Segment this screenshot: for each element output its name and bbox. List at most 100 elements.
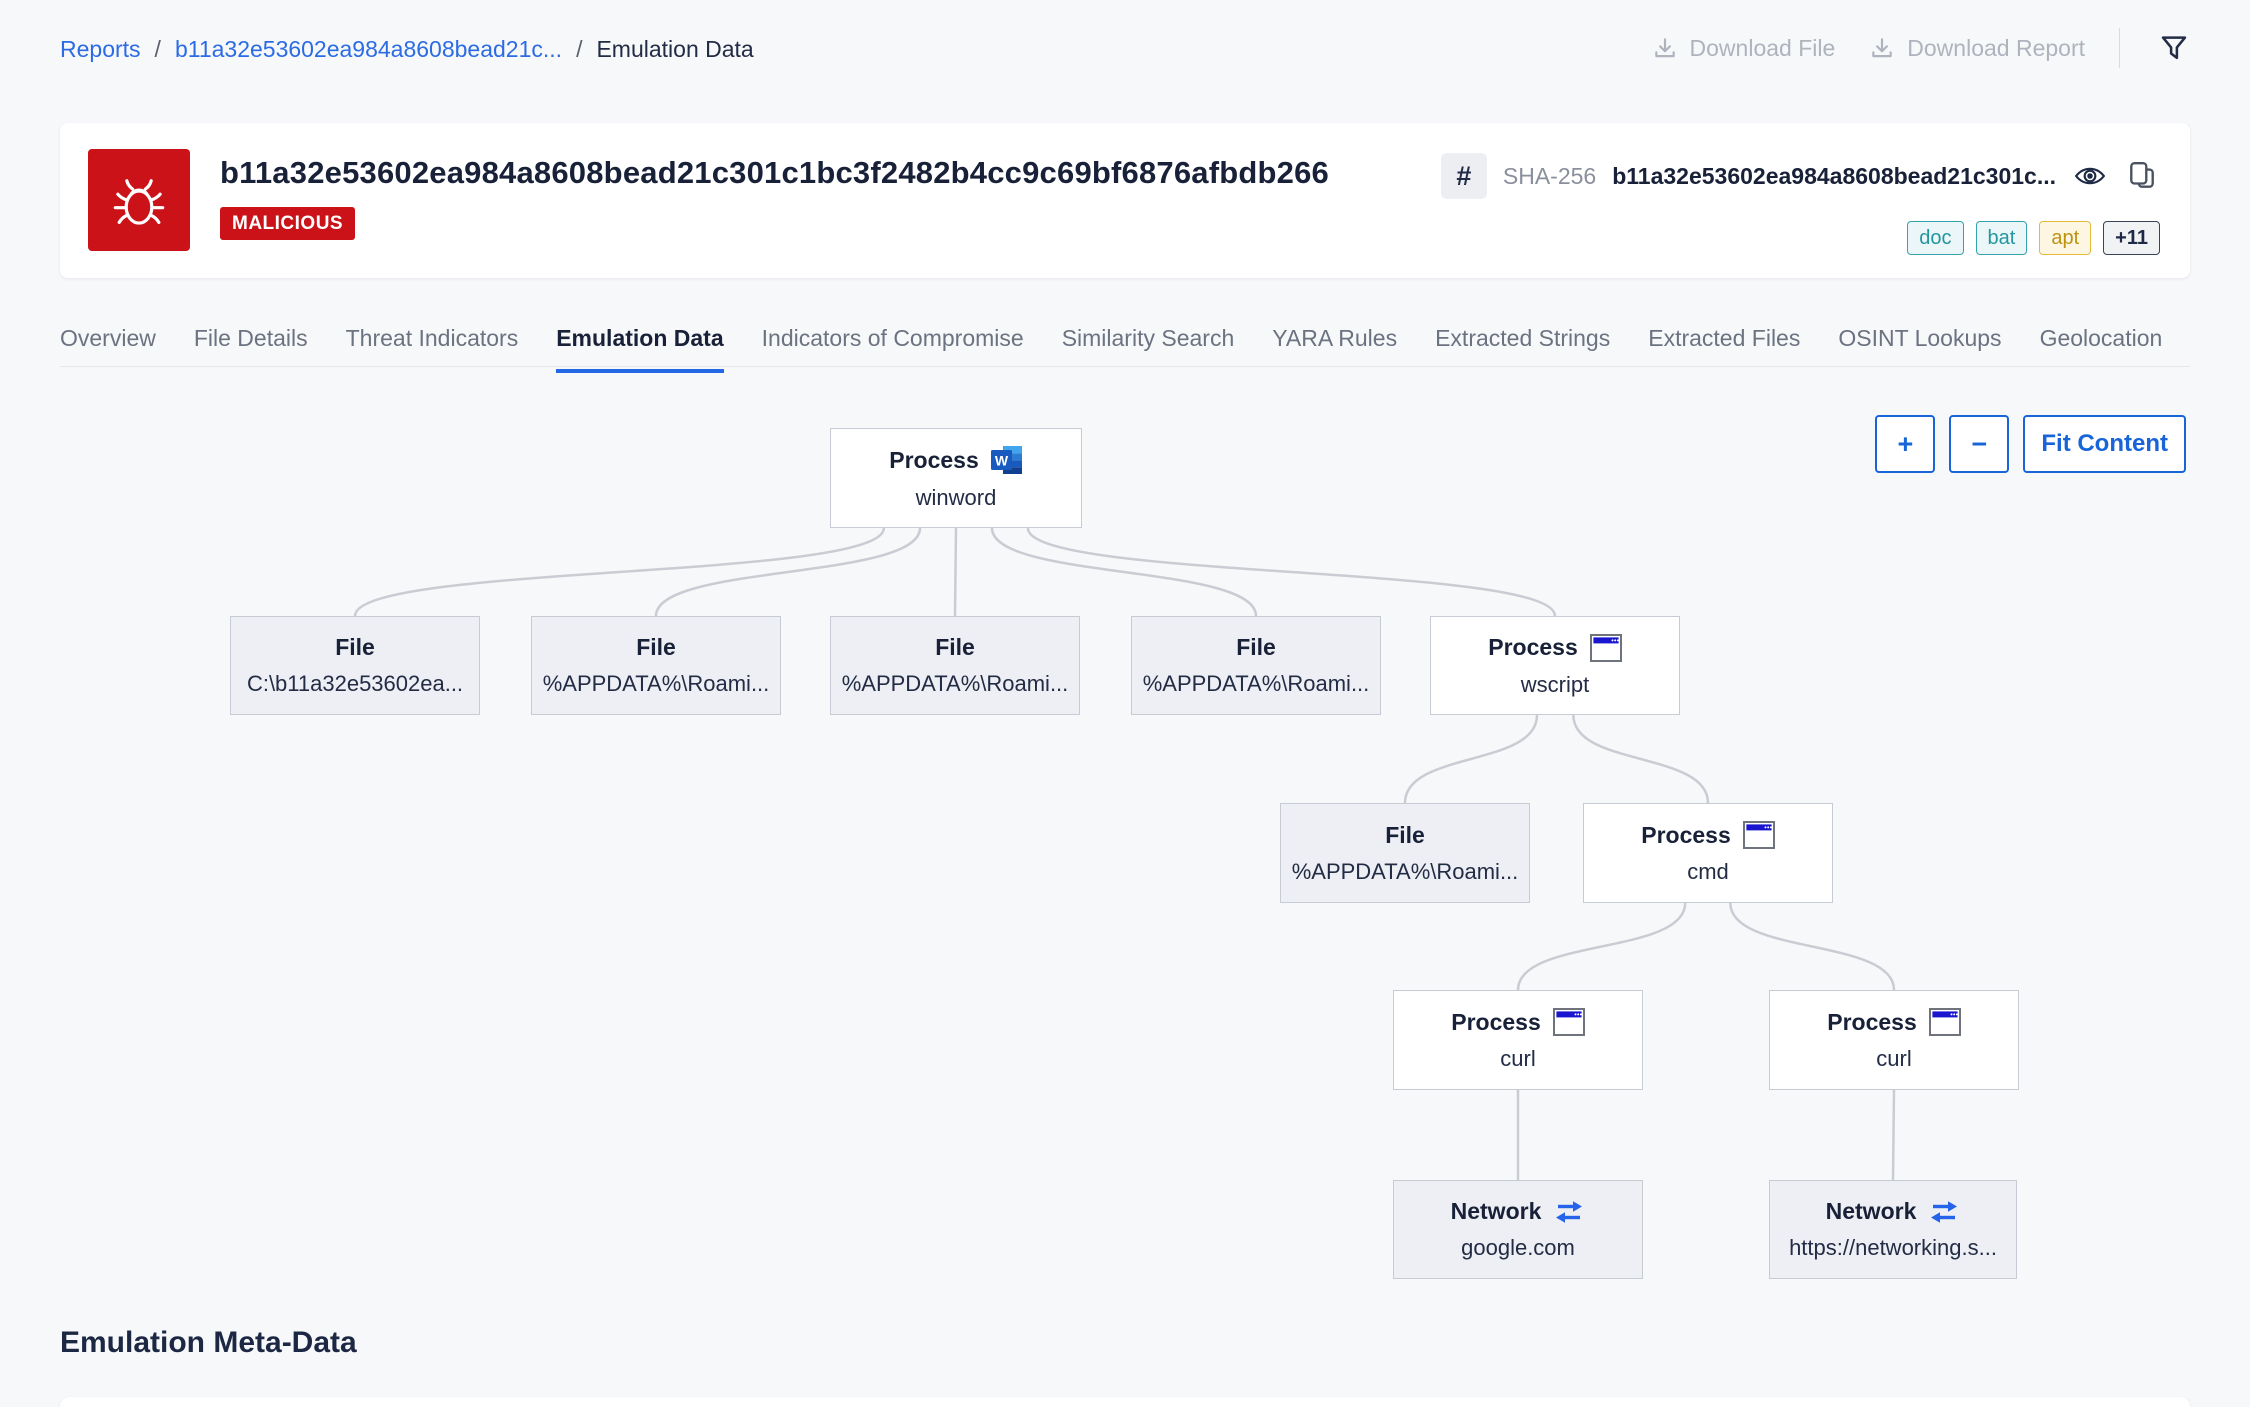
tab-threat-indicators[interactable]: Threat Indicators xyxy=(345,325,519,351)
window-icon xyxy=(1589,633,1622,662)
copy-icon xyxy=(2130,161,2154,188)
svg-text:W: W xyxy=(995,453,1009,469)
toolbar-divider xyxy=(2119,28,2120,68)
eye-icon xyxy=(2074,167,2106,185)
fit-content-button[interactable]: Fit Content xyxy=(2023,415,2186,473)
tag-doc[interactable]: doc xyxy=(1907,221,1964,255)
emulation-meta-data-heading: Emulation Meta-Data xyxy=(60,1326,357,1359)
verdict-badge: MALICIOUS xyxy=(220,207,356,240)
tab-yara-rules[interactable]: YARA Rules xyxy=(1272,325,1398,351)
node-value: google.com xyxy=(1461,1235,1575,1260)
tag-apt[interactable]: apt xyxy=(2039,221,2092,255)
network-icon xyxy=(1553,1199,1585,1225)
tab-geolocation[interactable]: Geolocation xyxy=(2039,325,2163,351)
tree-edge-winword-wscript xyxy=(1026,527,1557,617)
file-summary-card: b11a32e53602ea984a8608bead21c301c1bc3f24… xyxy=(60,123,2190,278)
window-icon xyxy=(1928,1008,1961,1036)
download-icon xyxy=(1652,35,1678,61)
hash-type-label: SHA-256 xyxy=(1502,162,1597,189)
node-type-label: File xyxy=(335,634,375,660)
download-icon xyxy=(1869,35,1895,61)
sha256-row: # SHA-256 b11a32e53602ea984a8608bead21c3… xyxy=(1440,153,2160,199)
tree-node-net1[interactable]: Network google.com xyxy=(1393,1180,1643,1279)
malware-icon-tile xyxy=(88,149,190,251)
tabs-divider xyxy=(60,366,2190,367)
tab-extracted-files[interactable]: Extracted Files xyxy=(1648,325,1801,351)
download-file-label: Download File xyxy=(1689,34,1836,61)
node-type-label: Process xyxy=(1488,634,1578,660)
tree-node-wscript[interactable]: Process wscript xyxy=(1430,616,1680,715)
file-summary-right: # SHA-256 b11a32e53602ea984a8608bead21c3… xyxy=(1440,153,2160,255)
filter-button[interactable] xyxy=(2154,28,2194,68)
node-value: winword xyxy=(915,485,997,510)
tab-osint-lookups[interactable]: OSINT Lookups xyxy=(1838,325,2002,351)
tree-edge-wscript-file5 xyxy=(1403,714,1539,804)
node-type-label: Process xyxy=(889,446,979,473)
download-report-label: Download Report xyxy=(1907,34,2085,61)
window-icon xyxy=(1742,821,1775,849)
tree-edge-winword-file2 xyxy=(654,527,922,617)
tree-edge-curl2-net2 xyxy=(1891,1089,1896,1181)
breadcrumb: Reports / b11a32e53602ea984a8608bead21c.… xyxy=(60,36,754,63)
tab-extracted-strings[interactable]: Extracted Strings xyxy=(1435,325,1611,351)
tab-indicators-of-compromise[interactable]: Indicators of Compromise xyxy=(761,325,1024,351)
node-value: curl xyxy=(1500,1046,1536,1071)
tree-node-curl2[interactable]: Process curl xyxy=(1769,990,2019,1090)
node-type-label: Process xyxy=(1827,1008,1917,1035)
tab-emulation-data[interactable]: Emulation Data xyxy=(556,325,724,373)
tab-bar: Overview File Details Threat Indicators Emu… xyxy=(60,325,2162,373)
node-value: C:\b11a32e53602ea... xyxy=(246,671,464,696)
file-summary-left: b11a32e53602ea984a8608bead21c301c1bc3f24… xyxy=(88,149,1329,251)
copy-hash-button[interactable] xyxy=(2124,158,2160,194)
breadcrumb-separator: / xyxy=(154,36,161,62)
tree-edge-cmd-curl1 xyxy=(1516,902,1687,991)
tree-node-file3[interactable]: File%APPDATA%\Roami... xyxy=(830,616,1080,715)
tab-similarity-search[interactable]: Similarity Search xyxy=(1061,325,1235,351)
node-value: wscript xyxy=(1520,671,1590,697)
diagram-controls: + − Fit Content xyxy=(1875,415,2186,473)
breadcrumb-separator: / xyxy=(576,36,583,62)
node-type-label: Process xyxy=(1641,821,1731,848)
node-type-label: Process xyxy=(1451,1008,1541,1035)
tree-node-file4[interactable]: File %APPDATA%\Roami... xyxy=(1131,616,1381,715)
sha256-value: b11a32e53602ea984a8608bead21c301c... xyxy=(1612,162,2056,189)
tab-overview[interactable]: Overview xyxy=(60,325,156,351)
node-value: %APPDATA%\Roami... xyxy=(1142,671,1370,696)
window-icon xyxy=(1552,1008,1585,1036)
zoom-in-button[interactable]: + xyxy=(1875,415,1936,473)
reveal-hash-button[interactable] xyxy=(2072,158,2108,194)
tree-edge-cmd-curl2 xyxy=(1729,902,1896,991)
node-value: %APPDATA%\Roami... xyxy=(1291,858,1519,884)
tree-node-file5[interactable]: File %APPDATA%\Roami... xyxy=(1280,803,1530,903)
bug-icon xyxy=(113,179,165,225)
tag-bat[interactable]: bat xyxy=(1975,221,2028,255)
tree-node-file2[interactable]: File%APPDATA%\Roami... xyxy=(531,616,781,715)
toolbar: Download File Download Report xyxy=(1652,26,2194,70)
download-file-button[interactable]: Download File xyxy=(1652,34,1836,62)
node-type-label: File xyxy=(1385,821,1425,848)
filter-icon xyxy=(2161,36,2187,60)
breadcrumb-reports-link[interactable]: Reports xyxy=(60,36,141,62)
breadcrumb-report-hash-link[interactable]: b11a32e53602ea984a8608bead21c... xyxy=(174,36,563,62)
network-icon xyxy=(1928,1199,1960,1225)
node-value: %APPDATA%\Roami... xyxy=(841,671,1069,696)
breadcrumb-current-page: Emulation Data xyxy=(596,36,754,62)
node-value: curl xyxy=(1876,1046,1912,1071)
download-report-button[interactable]: Download Report xyxy=(1869,35,2085,62)
tag-11[interactable]: +11 xyxy=(2103,221,2160,255)
tree-node-curl1[interactable]: Process curl xyxy=(1393,990,1643,1090)
node-type-label: Network xyxy=(1450,1198,1542,1224)
tab-file-details[interactable]: File Details xyxy=(193,325,308,351)
node-type-label: File xyxy=(1236,634,1276,660)
tree-edge-winword-file4 xyxy=(990,527,1258,617)
zoom-out-button[interactable]: − xyxy=(1949,415,2010,473)
word-icon: W xyxy=(990,445,1023,475)
node-type-label: File xyxy=(636,634,676,660)
